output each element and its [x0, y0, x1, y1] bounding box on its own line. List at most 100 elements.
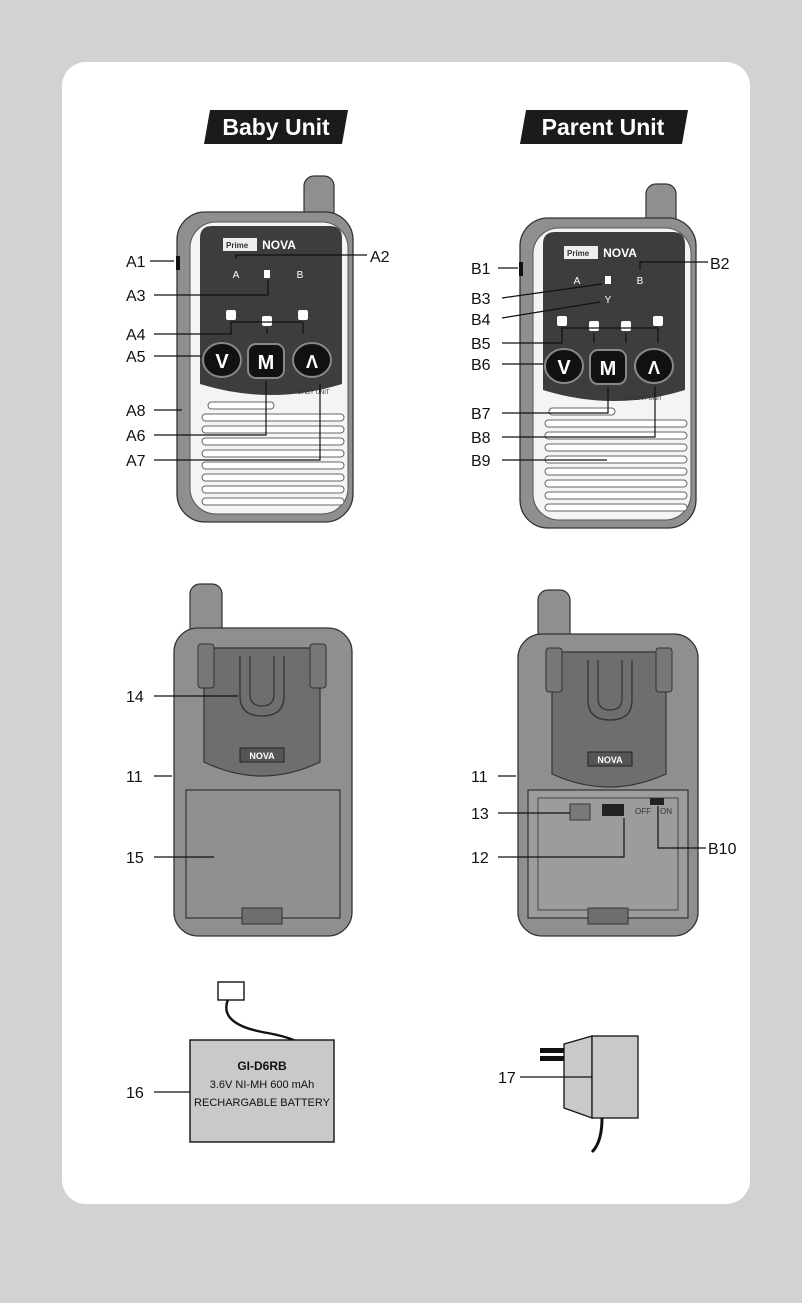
parent-level-led-3 — [621, 321, 631, 331]
parent-back-logo-box — [587, 751, 633, 767]
parent-unit-title: Parent Unit — [542, 114, 665, 140]
baby-back-logo: NOVA — [249, 751, 275, 761]
label-a6: A6 — [126, 428, 146, 445]
parent-unit-print: PARENT UNIT — [623, 396, 663, 402]
svg-text:V: V — [215, 351, 229, 373]
baby-logo-prime-box — [223, 238, 257, 251]
parent-unit-front: Prime NOVA A B Y V M Λ PARENT UNIT — [471, 183, 730, 529]
label-a5: A5 — [126, 349, 146, 366]
diagram-canvas: Baby Unit Parent Unit Prime NOVA A B V M — [126, 110, 737, 1154]
label-17: 17 — [498, 1070, 516, 1087]
label-a4: A4 — [126, 327, 146, 344]
parent-led-a-label: A — [574, 276, 581, 287]
baby-clip-slot — [239, 656, 285, 717]
baby-down-button[interactable]: V — [202, 342, 242, 378]
baby-led-a-label: A — [233, 270, 240, 281]
battery-plug — [217, 981, 245, 1001]
parent-led-b-label: B — [637, 276, 644, 287]
parent-battery-connector — [569, 803, 591, 821]
parent-cover-latch — [587, 907, 629, 925]
adapter-cable — [590, 1117, 604, 1154]
baby-battery-cover — [185, 789, 341, 919]
baby-logo-nova: NOVA — [262, 238, 296, 252]
parent-switch-off: OFF — [635, 807, 651, 816]
label-b7: B7 — [471, 406, 491, 423]
parent-speaker-grille — [544, 407, 688, 512]
parent-back-logo: NOVA — [597, 755, 623, 765]
svg-text:M: M — [258, 352, 275, 374]
baby-back-logo-box — [239, 747, 285, 763]
diagram-page: Baby Unit Parent Unit Prime NOVA A B V M — [62, 62, 750, 1204]
parent-unit-title-badge: Parent Unit — [520, 110, 688, 144]
label-b9: B9 — [471, 453, 491, 470]
label-b1: B1 — [471, 261, 491, 278]
label-a7: A7 — [126, 453, 146, 470]
parent-up-button[interactable]: Λ — [634, 348, 674, 384]
parent-logo-nova: NOVA — [603, 246, 637, 260]
baby-unit-front: Prime NOVA A B V M Λ BABY UNIT — [126, 175, 390, 523]
label-back-baby-11: 11 — [126, 769, 143, 786]
baby-belt-clip — [203, 647, 321, 777]
battery-body — [189, 1039, 335, 1143]
adapter-pin-1 — [540, 1048, 564, 1053]
battery-spec: 3.6V NI-MH 600 mAh — [210, 1079, 315, 1091]
parent-level-led-4 — [653, 316, 663, 326]
svg-text:V: V — [557, 357, 571, 379]
parent-level-led-1 — [557, 316, 567, 326]
parent-clip-slot — [587, 660, 633, 721]
label-b2: B2 — [710, 256, 730, 273]
power-adapter: 17 — [498, 1035, 639, 1154]
baby-level-led-1 — [226, 310, 236, 320]
label-a1: A1 — [126, 254, 146, 271]
label-b5: B5 — [471, 336, 491, 353]
label-a3: A3 — [126, 288, 146, 305]
parent-unit-back: NOVA OFF ON 11 13 12 B10 — [471, 589, 737, 937]
label-a2: A2 — [370, 249, 390, 266]
parent-power-switch[interactable] — [650, 798, 664, 805]
baby-unit-back: NOVA 14 11 15 — [126, 583, 353, 937]
baby-clip-hinge-left — [197, 643, 215, 689]
baby-menu-button[interactable]: M — [247, 343, 285, 379]
label-b3: B3 — [471, 291, 491, 308]
baby-unit-title-badge: Baby Unit — [204, 110, 348, 144]
parent-dip-switches[interactable] — [602, 804, 624, 816]
label-back-13: 13 — [471, 806, 489, 823]
parent-menu-button[interactable]: M — [589, 349, 627, 385]
label-a8: A8 — [126, 403, 146, 420]
adapter-body — [591, 1035, 639, 1119]
baby-speaker-grille — [201, 401, 345, 506]
label-back-12: 12 — [471, 850, 489, 867]
baby-unit-title: Baby Unit — [222, 114, 330, 140]
parent-led-power — [605, 276, 611, 284]
label-back-14: 14 — [126, 689, 144, 706]
adapter-pin-2 — [540, 1056, 564, 1061]
parent-down-button[interactable]: V — [544, 348, 584, 384]
parent-level-led-2 — [589, 321, 599, 331]
parent-logo-prime: Prime — [567, 249, 590, 258]
baby-logo-prime: Prime — [226, 241, 249, 250]
parent-side-switch — [519, 262, 523, 276]
svg-text:Λ: Λ — [306, 352, 318, 372]
battery-model: GI-D6RB — [237, 1059, 287, 1073]
baby-led-b-label: B — [297, 270, 304, 281]
parent-led-y-label: Y — [605, 295, 612, 306]
svg-text:Λ: Λ — [648, 358, 660, 378]
baby-level-led-2 — [262, 316, 272, 326]
label-b8: B8 — [471, 430, 491, 447]
svg-text:M: M — [600, 358, 617, 380]
baby-up-button[interactable]: Λ — [292, 342, 332, 378]
parent-clip-hinge-left — [545, 647, 563, 693]
label-16: 16 — [126, 1085, 144, 1102]
parent-clip-hinge-right — [655, 647, 673, 693]
baby-side-switch — [176, 256, 180, 270]
label-back-15: 15 — [126, 850, 144, 867]
battery-type: RECHARGABLE BATTERY — [194, 1097, 331, 1109]
parent-logo-prime-box — [564, 246, 598, 259]
label-b6: B6 — [471, 357, 491, 374]
label-back-parent-11: 11 — [471, 769, 488, 786]
baby-unit-print: BABY UNIT — [298, 390, 330, 396]
baby-clip-hinge-right — [309, 643, 327, 689]
baby-cover-latch — [241, 907, 283, 925]
baby-level-led-3 — [298, 310, 308, 320]
label-b4: B4 — [471, 312, 491, 329]
